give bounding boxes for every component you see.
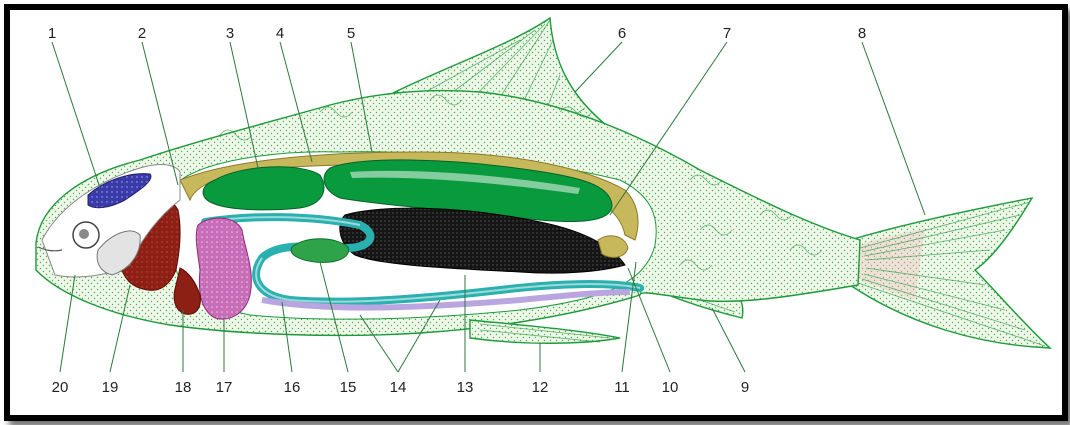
label-10: 10 [662,379,679,396]
label-12: 12 [532,379,549,396]
label-16: 16 [284,379,301,396]
label-11: 11 [614,379,630,396]
label-1: 1 [48,25,56,42]
label-3: 3 [226,25,234,42]
eye-pupil [79,229,89,239]
label-14: 14 [390,379,407,396]
label-9: 9 [741,379,749,396]
label-13: 13 [457,379,474,396]
label-4: 4 [276,25,284,42]
spleen [291,239,348,263]
label-17: 17 [216,379,233,396]
label-7: 7 [723,25,731,42]
label-2: 2 [138,25,146,42]
label-8: 8 [858,25,866,42]
label-5: 5 [347,25,355,42]
label-20: 20 [52,379,69,396]
label-15: 15 [340,379,357,396]
label-19: 19 [102,379,119,396]
label-18: 18 [175,379,192,396]
label-6: 6 [618,25,626,42]
